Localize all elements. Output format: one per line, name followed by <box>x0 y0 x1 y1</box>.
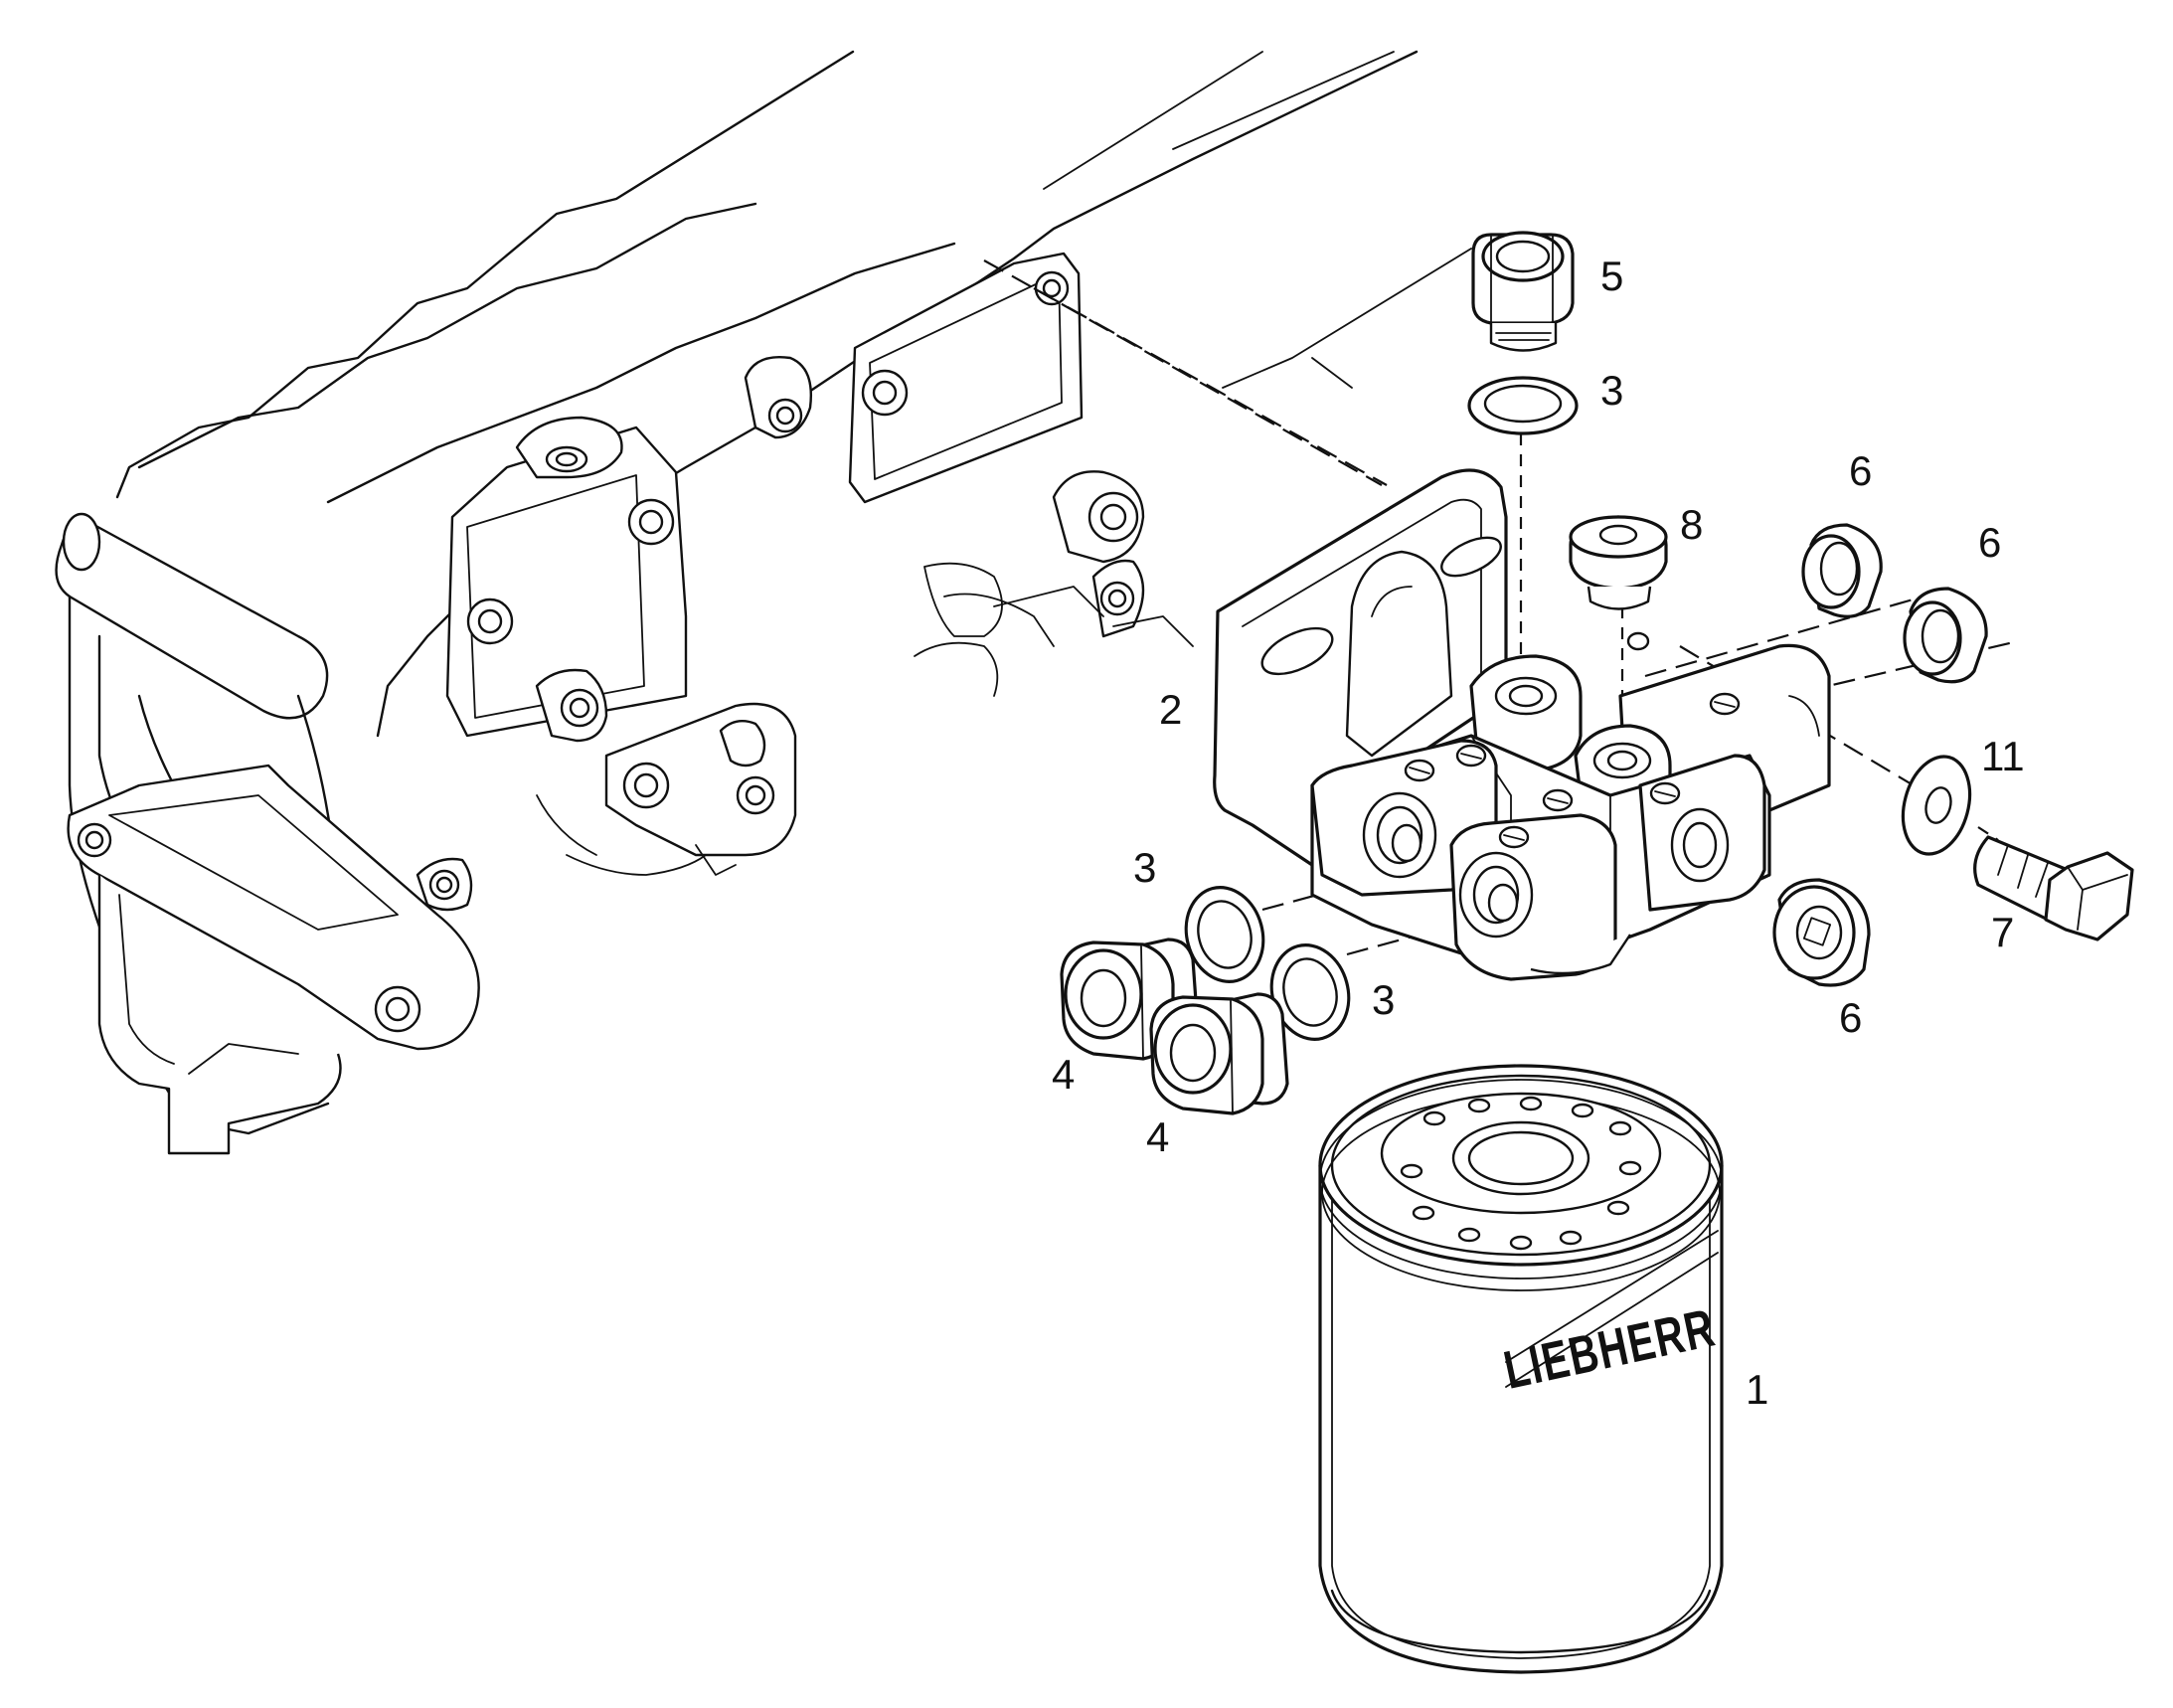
part-6-plug-a <box>1801 523 1883 618</box>
callout-labels: 1 2 3 3 3 4 4 5 6 6 6 7 8 11 <box>1052 253 2025 1413</box>
part-3-seal-ring-left <box>1184 886 1265 983</box>
part-3-seal-ring-top <box>1467 376 1579 435</box>
part-6-plug-c <box>1772 878 1871 987</box>
label-part-7: 7 <box>1991 909 2014 955</box>
label-part-2: 2 <box>1159 686 1182 733</box>
part-6-plug-b <box>1903 587 1988 684</box>
part-4-hex-plug-b <box>1149 992 1289 1115</box>
label-part-4-upper: 4 <box>1052 1051 1075 1098</box>
label-part-4-lower: 4 <box>1146 1113 1169 1160</box>
part-8-allen-plug <box>1569 515 1668 610</box>
label-part-1: 1 <box>1746 1366 1768 1413</box>
label-part-3-top: 3 <box>1600 367 1623 414</box>
part-1-filter-cartridge: LIEBHERR <box>1318 1064 1724 1674</box>
label-part-11: 11 <box>1981 733 2025 779</box>
label-part-3-left: 3 <box>1133 844 1156 891</box>
label-part-5: 5 <box>1600 253 1623 299</box>
part-5-hex-plug <box>1471 231 1575 352</box>
filter-head <box>1213 468 1831 981</box>
label-part-8: 8 <box>1680 501 1703 548</box>
label-part-6-upper: 6 <box>1849 447 1872 494</box>
label-part-6-right: 6 <box>1978 519 2001 566</box>
part-7-hex-bolt <box>1973 835 2134 941</box>
label-part-6-lower: 6 <box>1839 994 1862 1041</box>
label-part-3-right: 3 <box>1372 976 1395 1023</box>
engine-housing <box>55 50 1472 1155</box>
part-11-washer <box>1901 755 1972 856</box>
part-3-seal-ring-right <box>1269 943 1351 1041</box>
